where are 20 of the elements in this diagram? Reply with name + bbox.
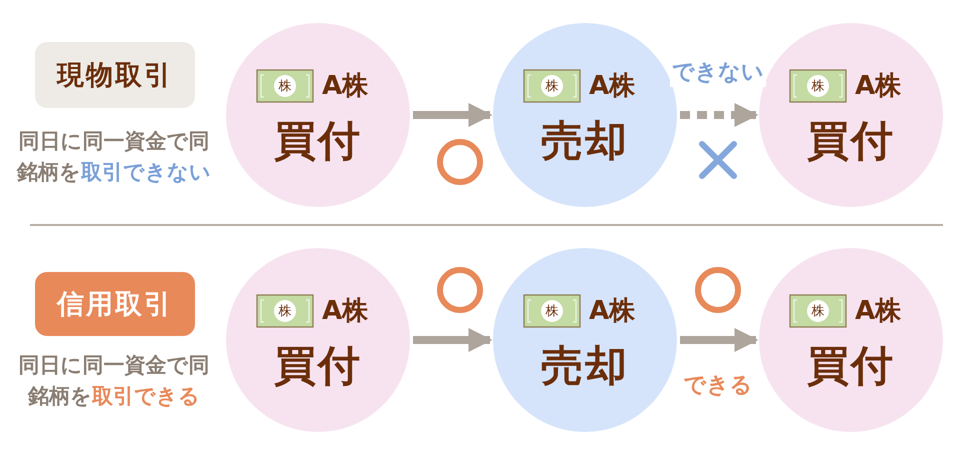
category-box: 現物取引 [35, 42, 195, 108]
stock-label: A株 [855, 70, 902, 103]
stock-label: A株 [589, 70, 636, 103]
arrow [413, 103, 492, 127]
category-box: 信用取引 [35, 272, 195, 336]
arrow [413, 328, 492, 352]
stock-label: A株 [855, 295, 902, 328]
note-text: 同日に同一資金で同銘柄を取引できない [16, 128, 212, 186]
action-label: 買付 [273, 340, 363, 392]
action-label: 買付 [806, 340, 896, 392]
arrow [680, 103, 758, 127]
stock-label: A株 [322, 70, 368, 103]
action-label: 売却 [540, 340, 630, 392]
arrow [680, 328, 758, 352]
action-label: 買付 [273, 115, 363, 167]
action-label: 買付 [806, 115, 896, 167]
action-label: 売却 [540, 115, 630, 167]
stock-label: A株 [322, 295, 368, 328]
note-text: 同日に同一資金で同銘柄を取引できる [18, 352, 210, 410]
stock-label: A株 [589, 295, 636, 328]
